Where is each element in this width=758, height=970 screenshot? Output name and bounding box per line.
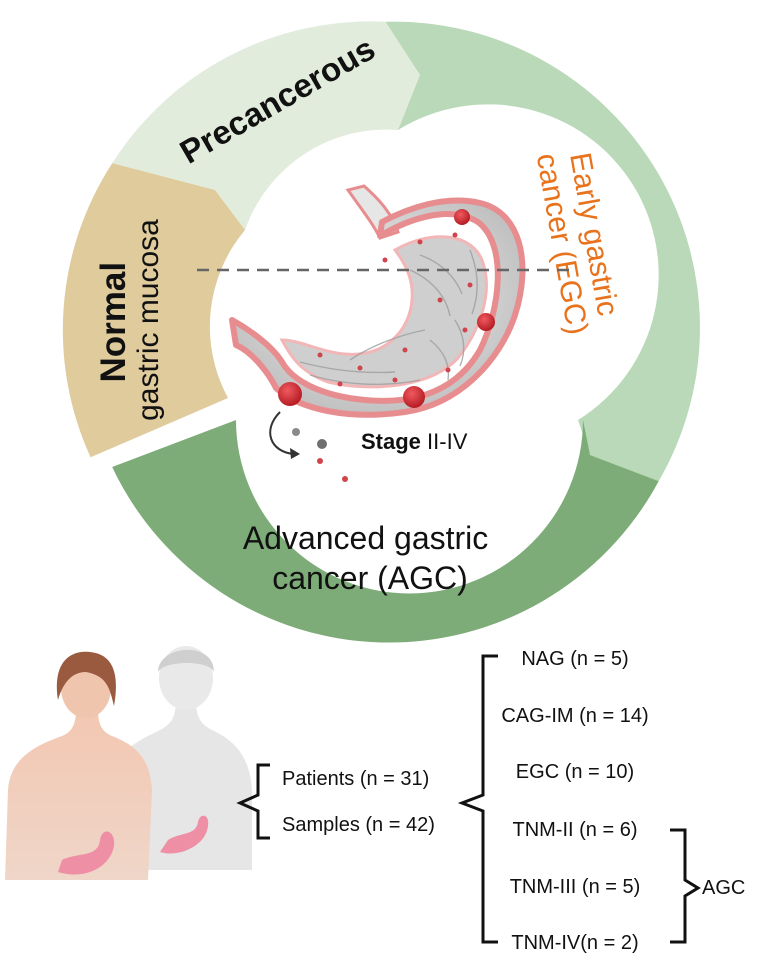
- stage-label-range: II-IV: [421, 429, 468, 454]
- male-stomach-icon: [160, 815, 209, 854]
- tumor-lesion: [403, 386, 425, 408]
- segment-normal-gastric-mucosa: [62, 163, 245, 458]
- stomach-illustration: [229, 184, 526, 482]
- female-figure: [5, 651, 152, 880]
- stage-label-bold: Stage: [361, 429, 421, 454]
- label-early-gastric-cancer: Early gastric cancer (EGC): [530, 145, 627, 337]
- label-advanced-line1: Advanced gastric: [243, 520, 488, 556]
- group-egc: EGC (n = 10): [516, 761, 634, 783]
- patients-brace: [236, 763, 270, 840]
- group-cag-im: CAG-IM (n = 14): [501, 705, 648, 727]
- stomach-body: [229, 197, 526, 418]
- tumor-lesion: [278, 382, 302, 406]
- label-normal-gastric-mucosa: Normal gastric mucosa: [94, 219, 165, 421]
- tumor-lesion: [477, 313, 495, 331]
- circulating-cell: [292, 428, 300, 436]
- label-normal-line1: Normal: [94, 262, 133, 383]
- female-stomach-icon: [58, 831, 115, 875]
- circulating-cell: [317, 439, 327, 449]
- circulating-cell: [342, 476, 348, 482]
- samples-count: Samples (n = 42): [282, 814, 435, 836]
- group-nag: NAG (n = 5): [521, 648, 628, 670]
- groups-brace: [457, 654, 498, 944]
- circulating-cell: [317, 458, 323, 464]
- lesion-speckles: [317, 232, 473, 387]
- patients-count: Patients (n = 31): [282, 768, 429, 790]
- human-figures: [5, 646, 252, 880]
- metastasis-arrow: [269, 411, 295, 455]
- metastasis-arrowhead: [290, 448, 300, 459]
- segment-early-gastric-cancer: [385, 21, 700, 482]
- group-tnm-iv: TNM-IV(n = 2): [511, 932, 638, 954]
- agc-brace: [670, 828, 701, 944]
- cycle-ring: [62, 21, 700, 643]
- label-advanced-gastric-cancer: Advanced gastric cancer (AGC): [243, 520, 497, 596]
- group-tnm-iii: TNM-III (n = 5): [510, 876, 641, 898]
- group-tnm-ii: TNM-II (n = 6): [512, 819, 637, 841]
- segment-precancerous: [112, 21, 421, 231]
- label-advanced-line2: cancer (AGC): [272, 560, 468, 596]
- cohort-brackets: [236, 654, 701, 944]
- agc-label: AGC: [702, 877, 745, 899]
- segment-advanced-gastric-cancer: [112, 420, 659, 643]
- tumor-lesion: [454, 209, 470, 225]
- label-normal-line2: gastric mucosa: [132, 219, 165, 421]
- stage-label: Stage II-IV: [361, 429, 468, 454]
- stomach-inner-lumen: [279, 235, 488, 389]
